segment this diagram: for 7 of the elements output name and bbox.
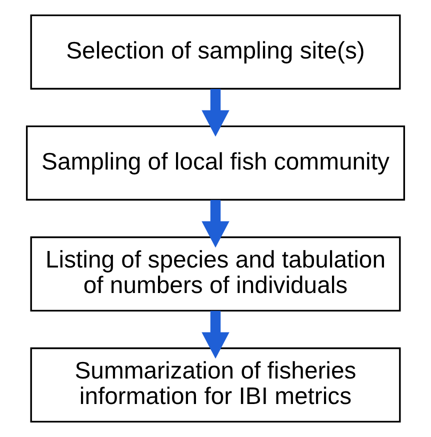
node-box: Listing of species and tabulation of numbers of individuals [30,236,401,312]
arrow [202,88,230,137]
node-box: Summarization of fisheries information for IBI metrics [30,347,401,423]
node-box: Sampling of local fish community [26,125,406,201]
node-box: Selection of sampling site(s) [30,14,401,90]
arrow [202,310,230,359]
arrow [202,200,230,248]
